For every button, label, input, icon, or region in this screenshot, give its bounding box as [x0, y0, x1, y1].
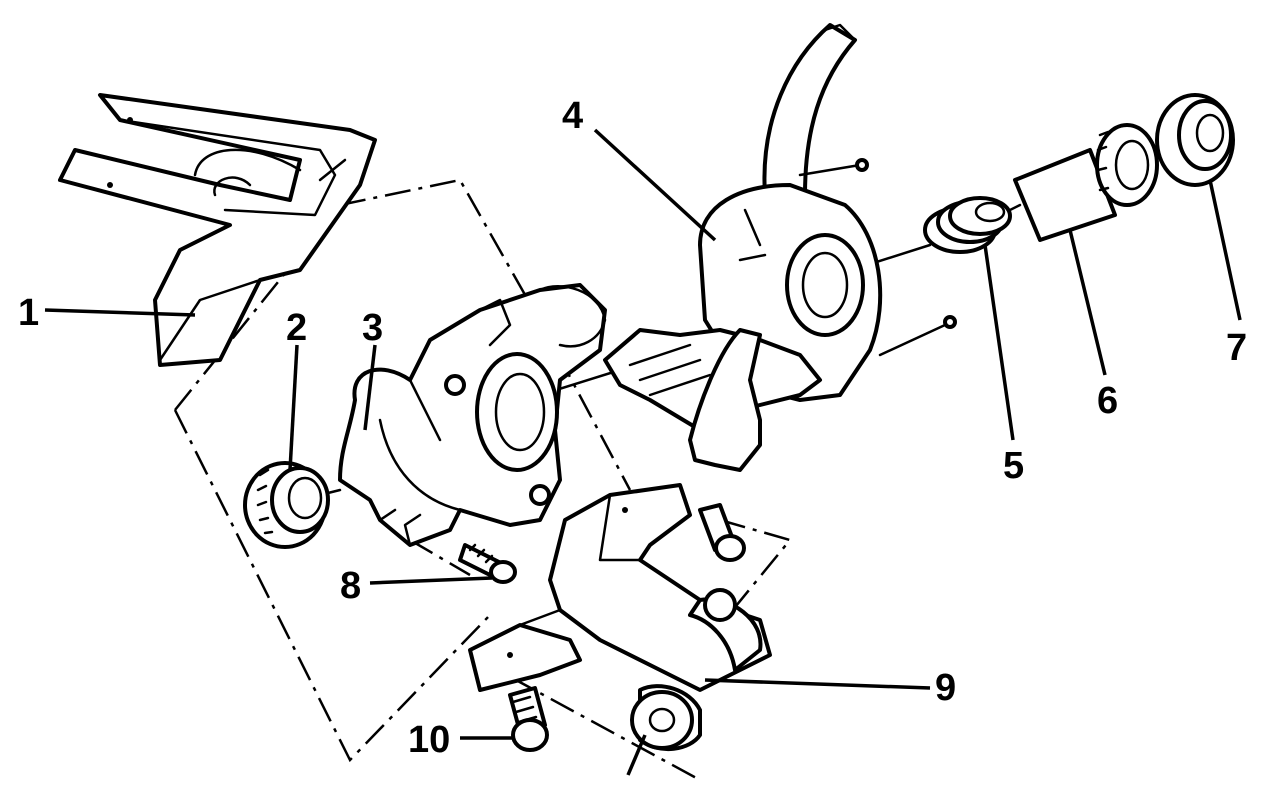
part-7-end-cap	[1155, 93, 1235, 187]
part-8-bolt	[458, 543, 517, 584]
callout-5: 5	[1003, 445, 1024, 487]
callout-3: 3	[362, 307, 383, 349]
callout-10: 10	[408, 719, 450, 761]
callout-6: 6	[1097, 380, 1118, 422]
part-6-sleeve	[1013, 123, 1159, 242]
part-2-bearing	[243, 461, 330, 549]
callout-8: 8	[340, 565, 361, 607]
callout-labels: 1 2 3 4 5 6 7 8 9 10	[18, 95, 1247, 761]
part-9-mounting-bracket	[468, 483, 772, 752]
callout-2: 2	[286, 307, 307, 349]
callout-7: 7	[1226, 327, 1247, 369]
bracket-stud	[698, 503, 746, 562]
callout-4: 4	[562, 95, 583, 137]
part-5-spring	[923, 196, 1012, 254]
callout-9: 9	[935, 667, 956, 709]
part-4-switch-assembly	[603, 23, 957, 472]
part-3-lock-housing	[338, 283, 607, 547]
callout-1: 1	[18, 292, 39, 334]
part-1-bracket	[58, 93, 377, 367]
part-10-bolt	[508, 686, 549, 752]
leader-lines	[44, 128, 1242, 776]
